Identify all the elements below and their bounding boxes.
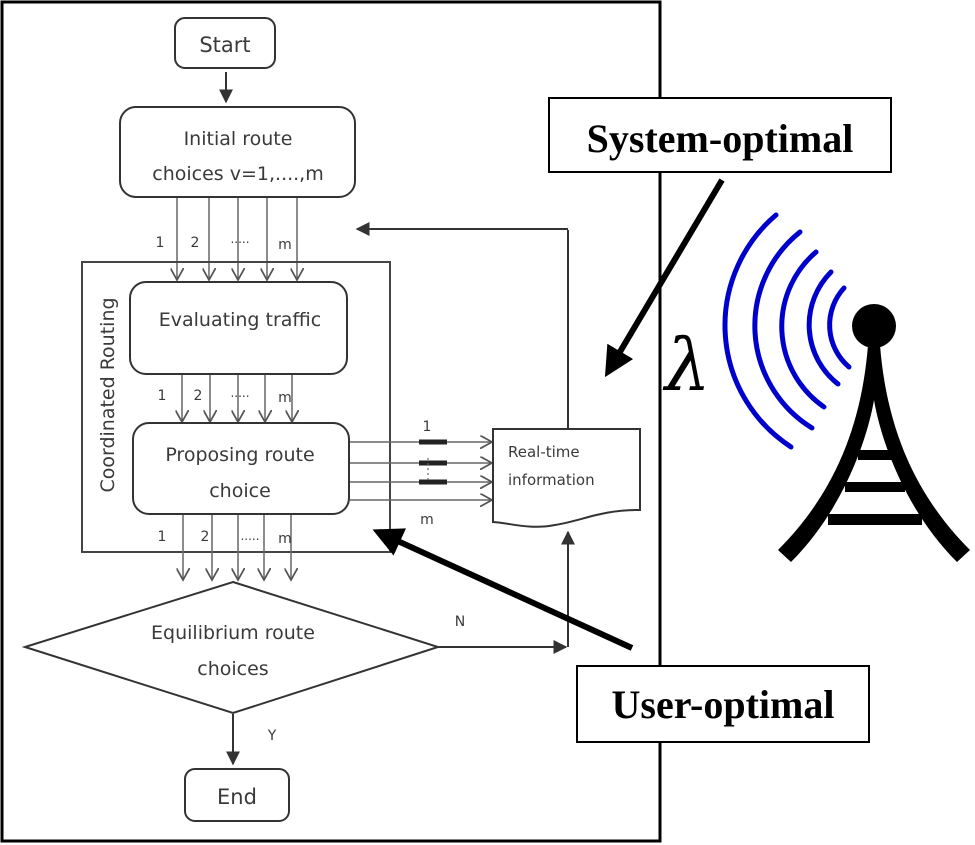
decision-label-1: Equilibrium route xyxy=(151,622,315,644)
proposing-route-label-2: choice xyxy=(209,480,271,502)
route-label-dots-a: ..... xyxy=(230,232,249,246)
route-label-m-b: m xyxy=(278,390,292,406)
coordinated-routing-group xyxy=(81,261,391,553)
proposing-route-node xyxy=(132,422,350,515)
route-arrows-to-realtime xyxy=(350,442,492,500)
signal-waves-icon xyxy=(722,212,852,450)
equilibrium-decision-node xyxy=(21,580,442,715)
route-label-1-c: 1 xyxy=(158,529,167,545)
user-optimal-pointer xyxy=(372,528,634,651)
realtime-label-m: m xyxy=(420,512,434,528)
evaluating-traffic-node xyxy=(129,281,348,375)
initial-route-node xyxy=(119,106,356,198)
route-label-2-a: 2 xyxy=(191,235,200,251)
route-label-1-b: 1 xyxy=(158,388,167,404)
start-node xyxy=(174,17,276,69)
proposing-route-label-1: Proposing route xyxy=(165,444,314,466)
realtime-bars xyxy=(419,439,447,485)
start-label: Start xyxy=(199,33,250,57)
yes-branch-label: Y xyxy=(267,728,277,744)
initial-route-label-1: Initial route xyxy=(184,128,293,150)
lambda-symbol: λ xyxy=(662,323,711,407)
system-optimal-label: System-optimal xyxy=(587,116,854,161)
end-label: End xyxy=(217,785,257,809)
system-optimal-pointer xyxy=(604,178,725,378)
realtime-label-line2: information xyxy=(508,471,595,489)
route-label-dots-b: ..... xyxy=(230,386,249,400)
route-label-2-b: 2 xyxy=(194,388,203,404)
realtime-information-node xyxy=(492,428,641,528)
initial-route-label-2: choices v=1,....,m xyxy=(152,163,323,185)
end-node xyxy=(184,768,290,822)
no-branch-label: N xyxy=(455,614,465,630)
radio-tower-icon xyxy=(778,304,970,562)
user-optimal-box xyxy=(576,665,870,743)
route-label-m-c: m xyxy=(278,531,292,547)
route-label-m-a: m xyxy=(278,237,292,253)
evaluating-traffic-label: Evaluating traffic xyxy=(159,309,321,331)
user-optimal-label: User-optimal xyxy=(612,682,835,727)
route-label-2-c: 2 xyxy=(201,529,210,545)
route-arrows-initial xyxy=(177,198,297,280)
realtime-label-line1: Real-time xyxy=(508,443,580,461)
coordinated-routing-label: Coordinated Routing xyxy=(97,297,119,492)
decision-label-2: choices xyxy=(197,658,268,680)
flowchart-frame xyxy=(0,0,662,843)
system-optimal-box xyxy=(548,97,892,173)
route-arrows-to-decision xyxy=(183,515,291,580)
route-arrows-evaluated xyxy=(182,375,292,422)
route-label-dots-c: ..... xyxy=(240,529,259,543)
realtime-label-1: 1 xyxy=(423,419,432,435)
route-label-1-a: 1 xyxy=(156,235,165,251)
